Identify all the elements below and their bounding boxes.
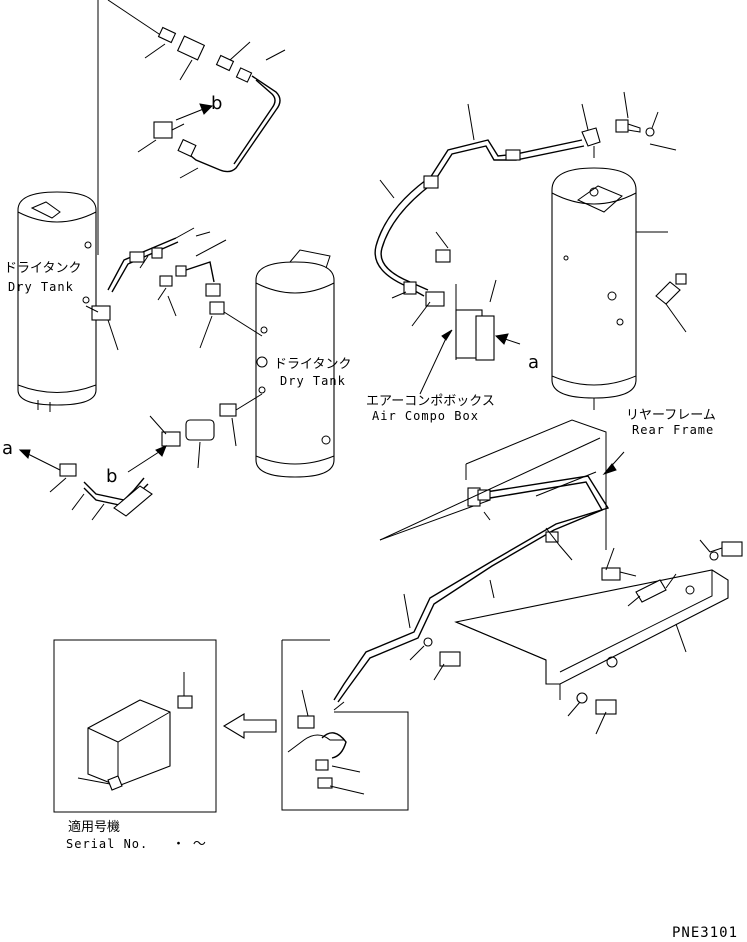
rear-frame-jp-label: リヤーフレーム <box>626 408 716 423</box>
top-fittings <box>107 0 286 179</box>
air-tank-right <box>551 167 668 410</box>
dry-tank-center <box>255 249 335 478</box>
serial-range: ・ 〜 <box>172 837 206 852</box>
dry-tank-jp-label-1: ドライタンク <box>4 261 81 276</box>
air-compo-box-en-label: Air Compo Box <box>372 409 479 423</box>
arrow-b-top-label: b <box>211 93 222 114</box>
top-right-bolts <box>615 91 687 333</box>
bottom-fittings <box>18 393 263 521</box>
arrow-b-bottom-label: b <box>106 466 117 487</box>
arrow-a-left-label: a <box>2 438 13 459</box>
dry-tank-en-label-2: Dry Tank <box>280 374 346 388</box>
detail-box-center <box>281 639 409 811</box>
serial-en-label: Serial No. <box>66 837 148 851</box>
pointer-arrow <box>222 713 277 739</box>
dry-tank-jp-label-2: ドライタンク <box>274 357 351 372</box>
arrow-a-right-label: a <box>528 352 539 373</box>
rear-frame <box>333 419 743 735</box>
air-compo-box-hose <box>374 103 601 395</box>
dry-tank-en-label-1: Dry Tank <box>8 280 74 294</box>
rear-frame-en-label: Rear Frame <box>632 423 714 437</box>
detail-box-left <box>53 639 217 813</box>
air-compo-box-jp-label: エアーコンポボックス <box>366 394 495 409</box>
middle-pipes <box>85 227 263 351</box>
serial-jp-label: 適用号機 <box>68 819 120 835</box>
drawing-code: PNE3101 <box>672 925 738 941</box>
dry-tank-left <box>17 0 99 412</box>
